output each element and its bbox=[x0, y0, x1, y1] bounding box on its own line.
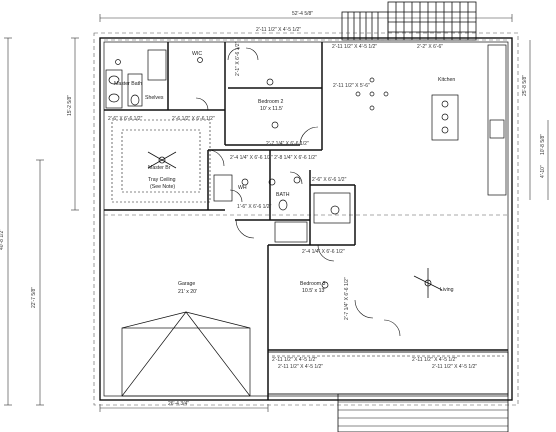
garage-roof-lines bbox=[121, 311, 251, 397]
dim-left-upper: 15'-2 5/8" bbox=[67, 94, 73, 116]
dim-porch-2: 2'-11 1/2" X 4'-5 1/2" bbox=[278, 364, 324, 370]
interior-walls bbox=[104, 42, 508, 400]
dim-left-lower: 22'-7 5/8" bbox=[31, 286, 37, 308]
dim-wh-door: 1'-6" X 6'-6 1/2" bbox=[237, 204, 272, 210]
room-label-garage: Garage bbox=[178, 281, 196, 287]
dim-hall-doors-row: 2'-4 1/4" X 6'-6 1/2" 2'-8 1/4" X 6'-6 1… bbox=[230, 155, 317, 161]
dim-right-small: 4'-10" bbox=[540, 165, 546, 178]
room-label-bath: BATH bbox=[276, 192, 290, 198]
ceiling-fans bbox=[147, 151, 443, 298]
room-label-bedroom-2: Bedroom 2 bbox=[258, 99, 284, 105]
dim-mbath-window: 2'-6" X 6'-6 1/2" bbox=[108, 116, 143, 122]
dim-top-right: 2'-2" X 6'-6" bbox=[417, 44, 444, 50]
dim-hall-door: 2'-7 1/4" X 6'-6 1/2" bbox=[266, 141, 309, 147]
room-label-master-br: Master Br bbox=[148, 165, 171, 171]
dim-bed3-side: 2'-7 1/4" X 6'-6 1/2" bbox=[344, 277, 350, 320]
room-label-bedroom-3: Bedroom 3 bbox=[300, 281, 326, 287]
dim-porch-1: 2'-11 1/2" X 4'-5 1/2" bbox=[272, 357, 318, 363]
dim-bed3-door: 2'-4 1/4" X 6'-6 1/2" bbox=[302, 249, 345, 255]
tray-ceiling bbox=[111, 119, 211, 203]
dim-top-inner: 2'-11 1/2" X 4'-5 1/2" bbox=[256, 27, 302, 33]
front-porch bbox=[267, 351, 509, 432]
dim-kitchen-window: 2'-11 1/2" X 5'-6" bbox=[333, 83, 370, 89]
door-swings bbox=[195, 47, 401, 337]
room-label-shelves: Shelves bbox=[145, 95, 164, 101]
dim-porch-3: 2'-11 1/2" X 4'-5 1/2" bbox=[412, 357, 458, 363]
dim-right-upper: 25'-8 5/8" bbox=[522, 74, 528, 96]
fixtures bbox=[105, 44, 507, 243]
dim-left-overall: 40'-8 1/2" bbox=[0, 228, 5, 250]
room-label-wic: WIC bbox=[192, 51, 203, 57]
room-label-master-bath: Master Bath bbox=[114, 81, 142, 87]
room-label-tray-ceiling: Tray Ceiling bbox=[148, 177, 176, 183]
room-size-bedroom-3: 10.5' x 13' bbox=[302, 288, 326, 294]
dim-top-left: 2'-11 1/2" X 4'-5 1/2" bbox=[332, 44, 378, 50]
deck bbox=[341, 1, 477, 41]
dim-porch-4: 2'-11 1/2" X 4'-5 1/2" bbox=[432, 364, 478, 370]
soffit-line bbox=[93, 32, 519, 406]
dim-bed2-window: 2'-1" X 6'-6 1/2" bbox=[235, 41, 241, 76]
dim-bath-door: 2'-6" X 6'-6 1/2" bbox=[312, 177, 347, 183]
dim-right-mid: 10'-8 5/8" bbox=[540, 133, 546, 155]
room-label-living: Living bbox=[440, 287, 454, 293]
exterior-walls bbox=[99, 37, 513, 401]
dim-top-overall: 52'-4 5/8" bbox=[292, 11, 314, 17]
room-size-bedroom-2: 10' x 11.5' bbox=[260, 106, 283, 112]
dim-tray-right: 2'-6 1/2" X 6'-6 1/2" bbox=[172, 116, 215, 122]
room-label-kitchen: Kitchen bbox=[438, 77, 456, 83]
room-label-tray-ceiling-note: (See Note) bbox=[150, 184, 176, 190]
dimension-lines bbox=[4, 14, 549, 412]
room-size-garage: 21' x 20' bbox=[178, 289, 197, 295]
room-label-wh: WH bbox=[238, 185, 247, 191]
dim-bottom-overall: 26'-4 3/4" bbox=[168, 401, 190, 407]
light-fixtures bbox=[115, 57, 329, 289]
